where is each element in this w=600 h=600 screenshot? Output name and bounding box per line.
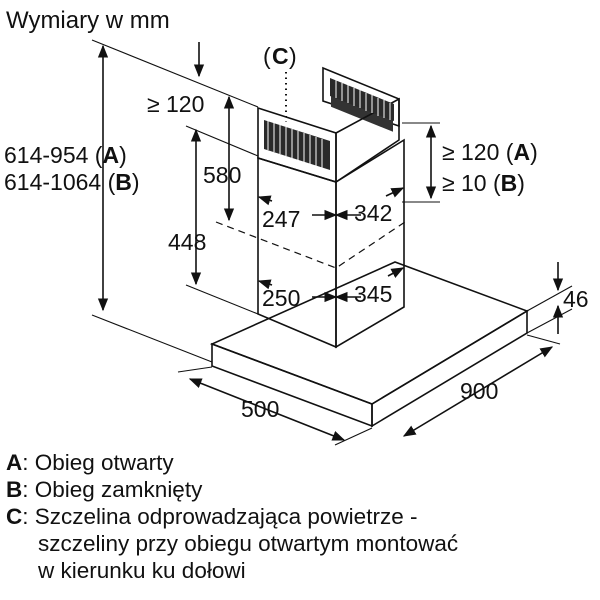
canopy-depth-dimension [188, 378, 346, 441]
legend-text-continuation: szczeliny przy obiegu otwartym montować [38, 531, 459, 556]
label-lower-depth: 345 [354, 281, 392, 307]
label-canopy-depth: 500 [241, 396, 279, 422]
label-ceiling-gap-b: ≥ 10 (B) [442, 170, 525, 196]
legend-key: A [6, 450, 23, 475]
label-ceiling-gap-a: ≥ 120 (A) [442, 139, 538, 165]
marker-c-close: ) [289, 43, 297, 69]
legend-text: : Szczelina odprowadzająca powietrze - [22, 504, 418, 529]
overlap-line [215, 221, 406, 269]
legend-item-b: B: Obieg zamknięty [6, 476, 596, 503]
label-lower-height: 448 [168, 229, 206, 255]
legend-item-a: A: Obieg otwarty [6, 449, 596, 476]
label-top-clearance: ≥ 120 [147, 91, 204, 117]
label-upper-width: 247 [262, 206, 300, 232]
marker-c-open: ( [263, 43, 271, 69]
legend-text-continuation: w kierunku ku dołowi [38, 558, 246, 583]
label-total-height-a: 614-954 (A) [4, 142, 127, 168]
legend: A: Obieg otwarty B: Obieg zamknięty C: S… [6, 449, 596, 584]
canopy-width-dimension [402, 346, 554, 437]
label-upper-depth: 342 [354, 200, 392, 226]
drawing-title: Wymiary w mm [6, 7, 170, 34]
label-lower-width: 250 [262, 285, 300, 311]
legend-text: : Obieg otwarty [22, 450, 174, 475]
legend-key: B [6, 477, 23, 502]
label-total-height-b: 614-1064 (B) [4, 169, 140, 195]
legend-key: C [6, 504, 23, 529]
label-canopy-thickness: 46 [563, 286, 589, 312]
label-upper-height: 580 [203, 162, 241, 188]
lower-chimney [257, 138, 405, 349]
legend-item-c: C: Szczelina odprowadzająca powietrze - [6, 503, 596, 530]
legend-text: : Obieg zamknięty [22, 477, 203, 502]
marker-c: C [272, 43, 289, 69]
label-canopy-width: 900 [460, 378, 498, 404]
upper-chimney [257, 66, 400, 184]
